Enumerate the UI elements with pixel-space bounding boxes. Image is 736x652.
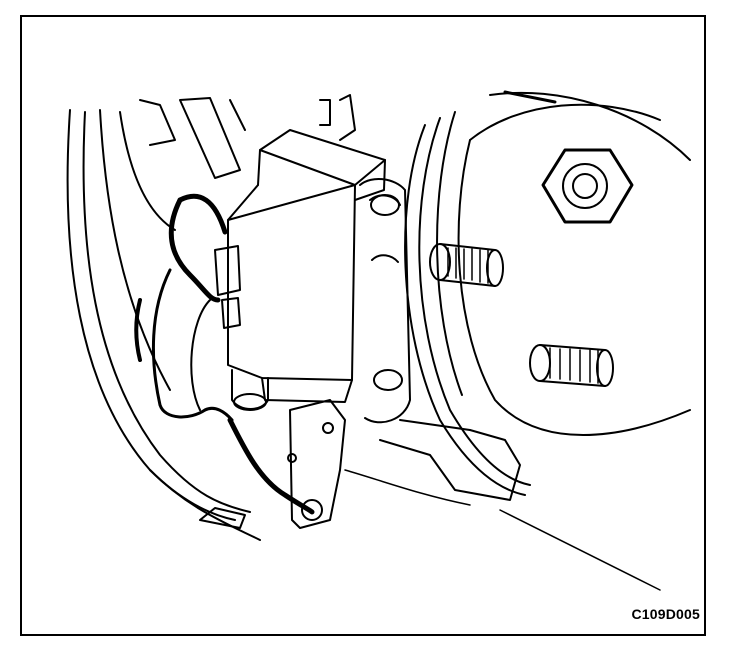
- mounting-bracket: [287, 399, 346, 529]
- brake-caliper: [359, 178, 521, 501]
- wheel-stud-upper: [429, 243, 504, 287]
- figure-id-label: C109D005: [631, 606, 700, 622]
- abs-sensor-module: [214, 129, 386, 411]
- wheel-hub: [457, 90, 691, 436]
- wheel-stud-lower: [529, 344, 614, 387]
- wheel-well-liner: [66, 109, 261, 541]
- lower-sweep-lines: [344, 469, 661, 591]
- brake-rotor: [404, 111, 531, 496]
- wiring-harness: [134, 193, 315, 515]
- upper-strut-parts: [139, 94, 356, 179]
